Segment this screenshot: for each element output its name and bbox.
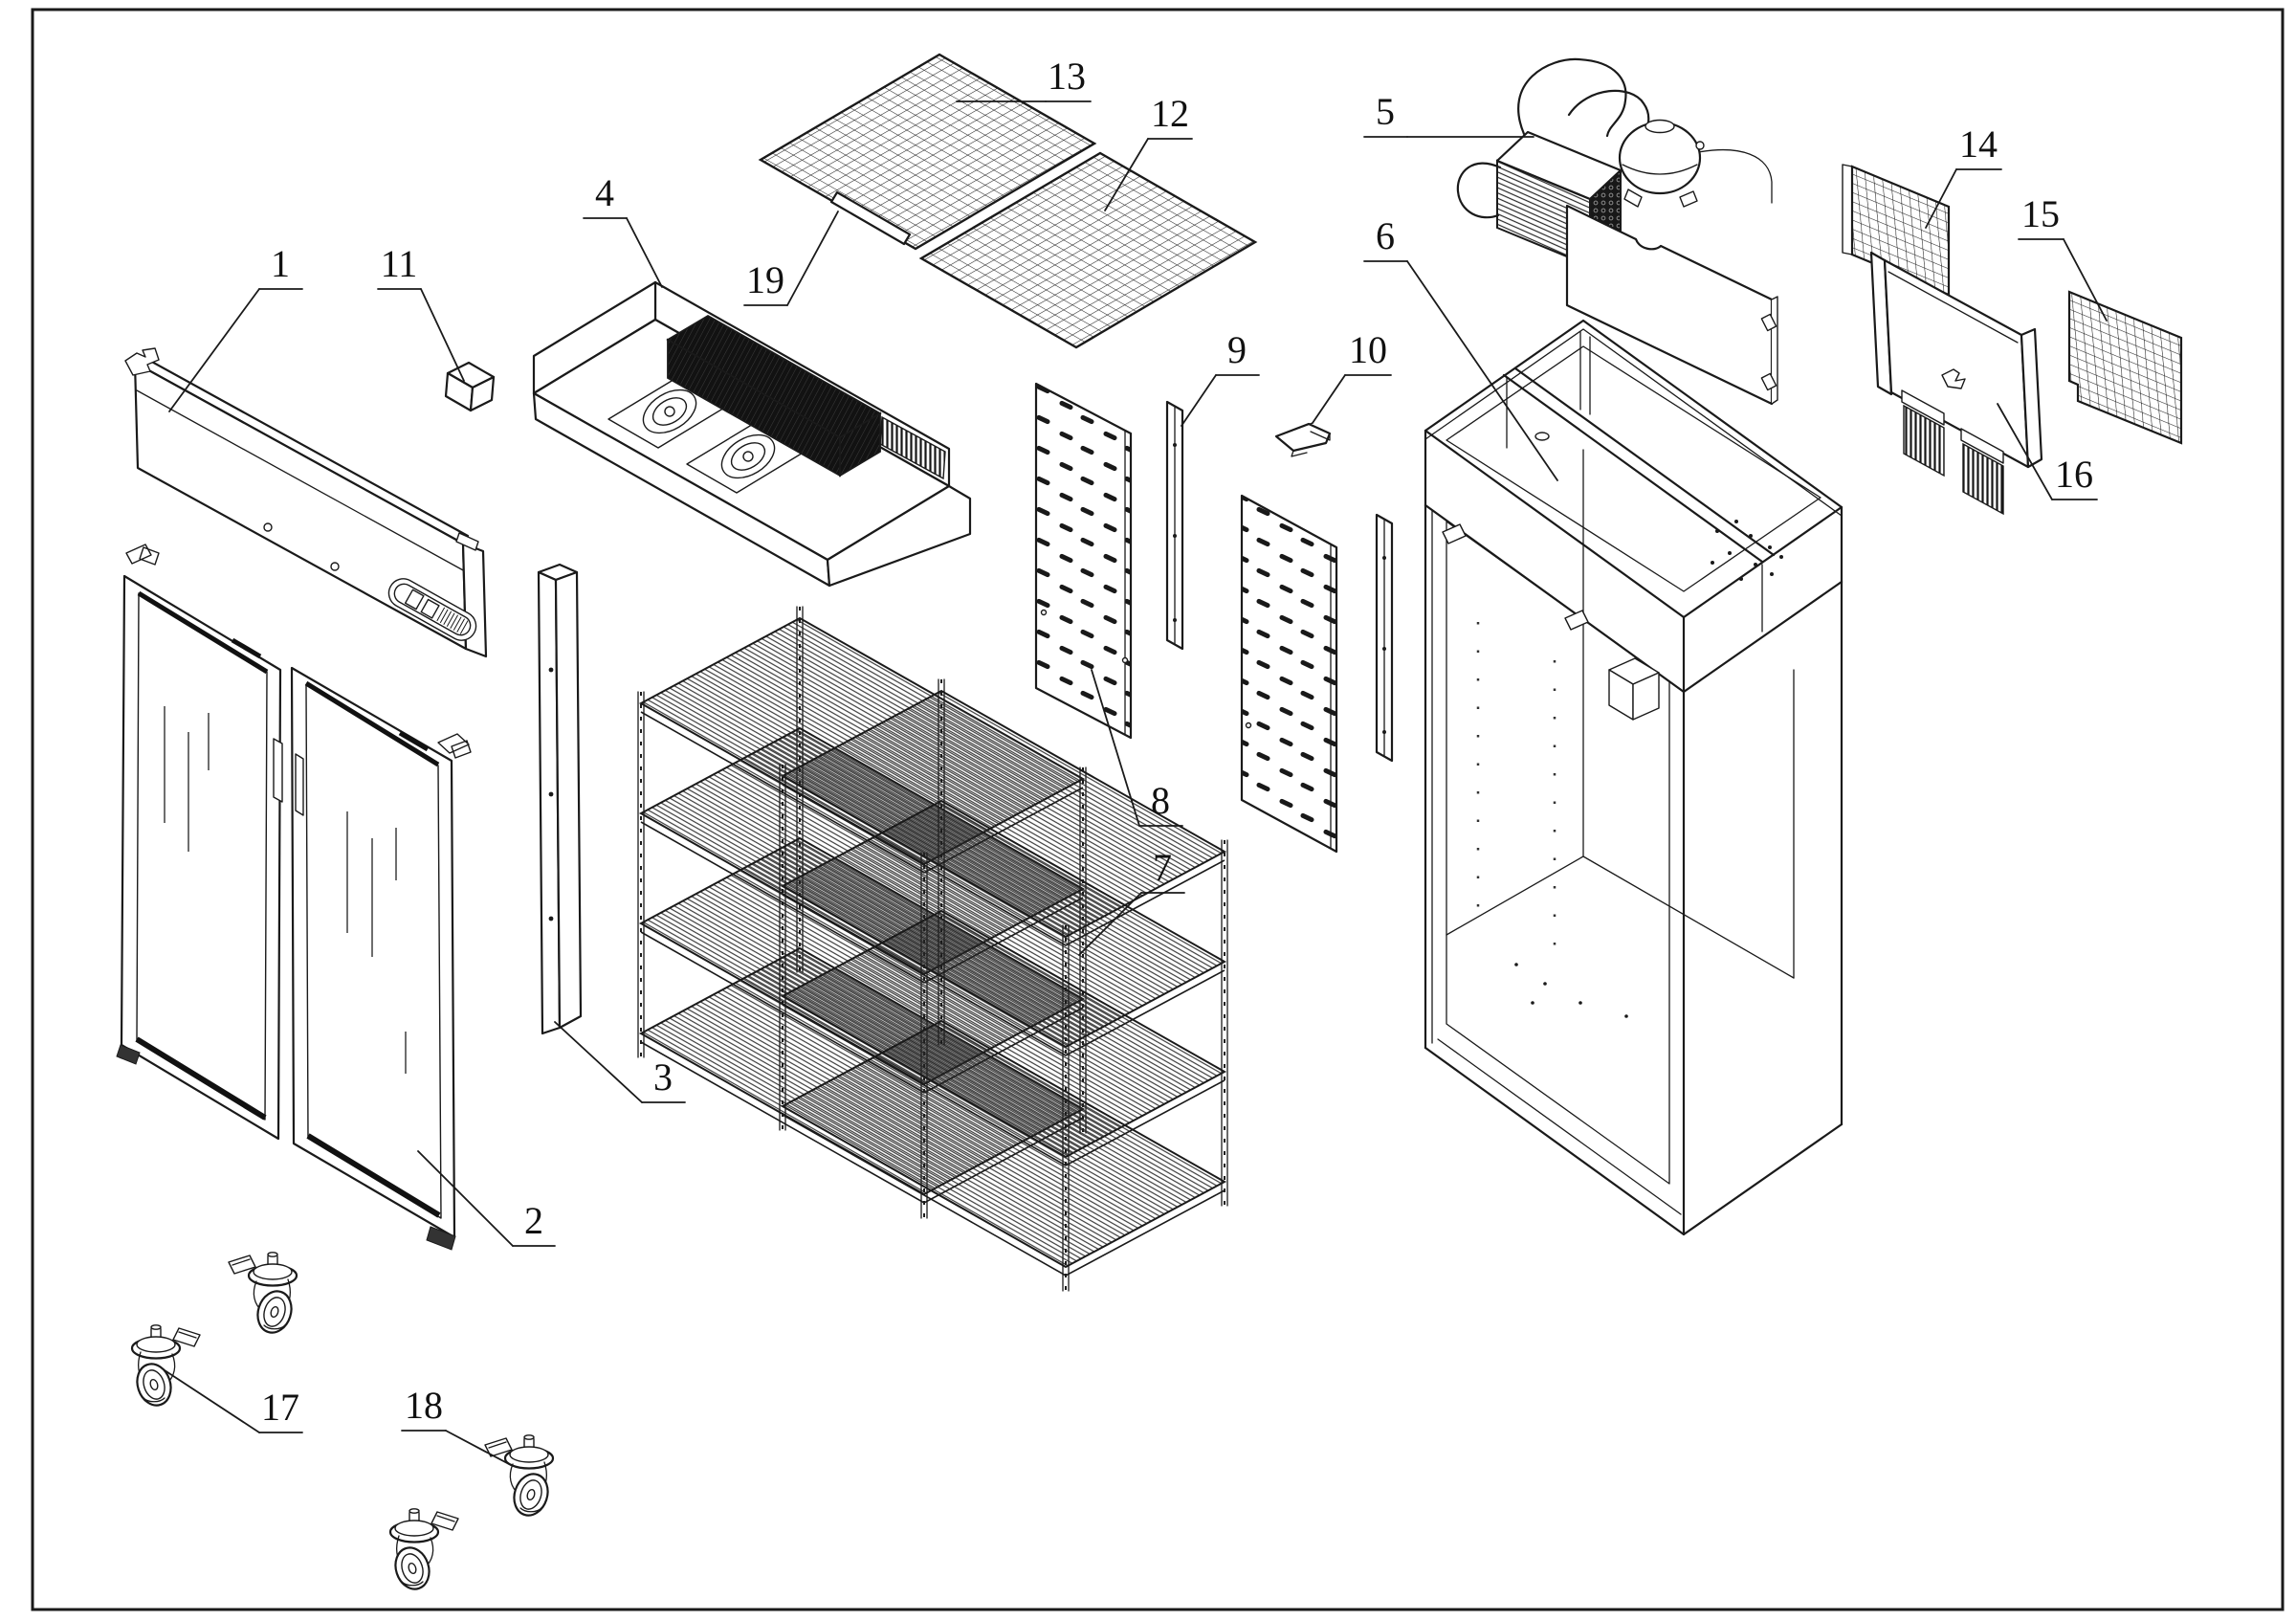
callout-number-16: 16 [2055,453,2093,496]
part-3-door-mullion [537,563,583,1035]
part-9-trim-strip-a [1165,400,1184,651]
callout-1: 1 [168,242,303,412]
part-11-sensor-block [444,361,496,412]
callout-number-14: 14 [1959,122,1998,166]
part-2-glass-door-left [116,544,283,1141]
part-19-mesh-slot-strip [829,190,912,246]
callout-10: 10 [1312,328,1392,424]
callout-15: 15 [2018,192,2108,322]
callout-8: 8 [1091,669,1183,827]
callout-3: 3 [554,1021,686,1103]
callout-6: 6 [1363,214,1558,481]
callout-number-9: 9 [1227,328,1247,371]
callout-13: 13 [956,55,1092,102]
callout-number-2: 2 [524,1199,543,1242]
part-15-mesh-grille [2067,290,2183,445]
callout-12: 12 [1104,92,1193,211]
part-10-bracket-clip [1274,422,1332,457]
callout-16: 16 [1997,403,2098,500]
callout-number-3: 3 [653,1055,673,1099]
callout-14: 14 [1925,122,2002,229]
callout-number-12: 12 [1151,92,1189,135]
part-2-glass-door-right [290,666,472,1251]
part-6-cabinet-body [1424,319,1843,1236]
callout-number-7: 7 [1153,846,1172,889]
callout-19: 19 [743,211,839,306]
callout-4: 4 [583,171,663,288]
callout-number-10: 10 [1349,328,1387,371]
part-8-perforated-panel-b [1240,494,1338,854]
part-9-trim-strip-b [1375,513,1394,763]
callout-number-18: 18 [405,1384,443,1427]
callout-number-4: 4 [595,171,614,214]
callout-number-13: 13 [1048,55,1086,98]
callout-18: 18 [401,1384,510,1465]
part-1-header-panel [124,347,488,658]
callout-number-11: 11 [381,242,418,285]
callout-5: 5 [1363,90,1534,138]
part-12-mesh-panel [918,151,1258,349]
control-panel-slot [387,578,477,641]
callout-9: 9 [1181,328,1260,427]
callout-number-5: 5 [1376,90,1395,133]
part-16-evaporator-panel [1869,251,2043,516]
callout-number-6: 6 [1376,214,1395,257]
callout-11: 11 [377,242,465,382]
callout-number-19: 19 [746,258,784,301]
callout-7: 7 [1078,846,1185,956]
callout-number-17: 17 [261,1386,299,1429]
part-5-condensing-unit [1456,57,1778,406]
callout-number-1: 1 [271,242,290,285]
callout-number-8: 8 [1151,779,1170,822]
part-7-wire-shelves [637,606,1228,1292]
part-4-evaporator-tray [532,280,972,588]
callout-2: 2 [417,1150,556,1247]
part-8-perforated-panel-a [1034,382,1133,740]
callout-number-15: 15 [2021,192,2060,235]
callout-17: 17 [164,1369,303,1433]
